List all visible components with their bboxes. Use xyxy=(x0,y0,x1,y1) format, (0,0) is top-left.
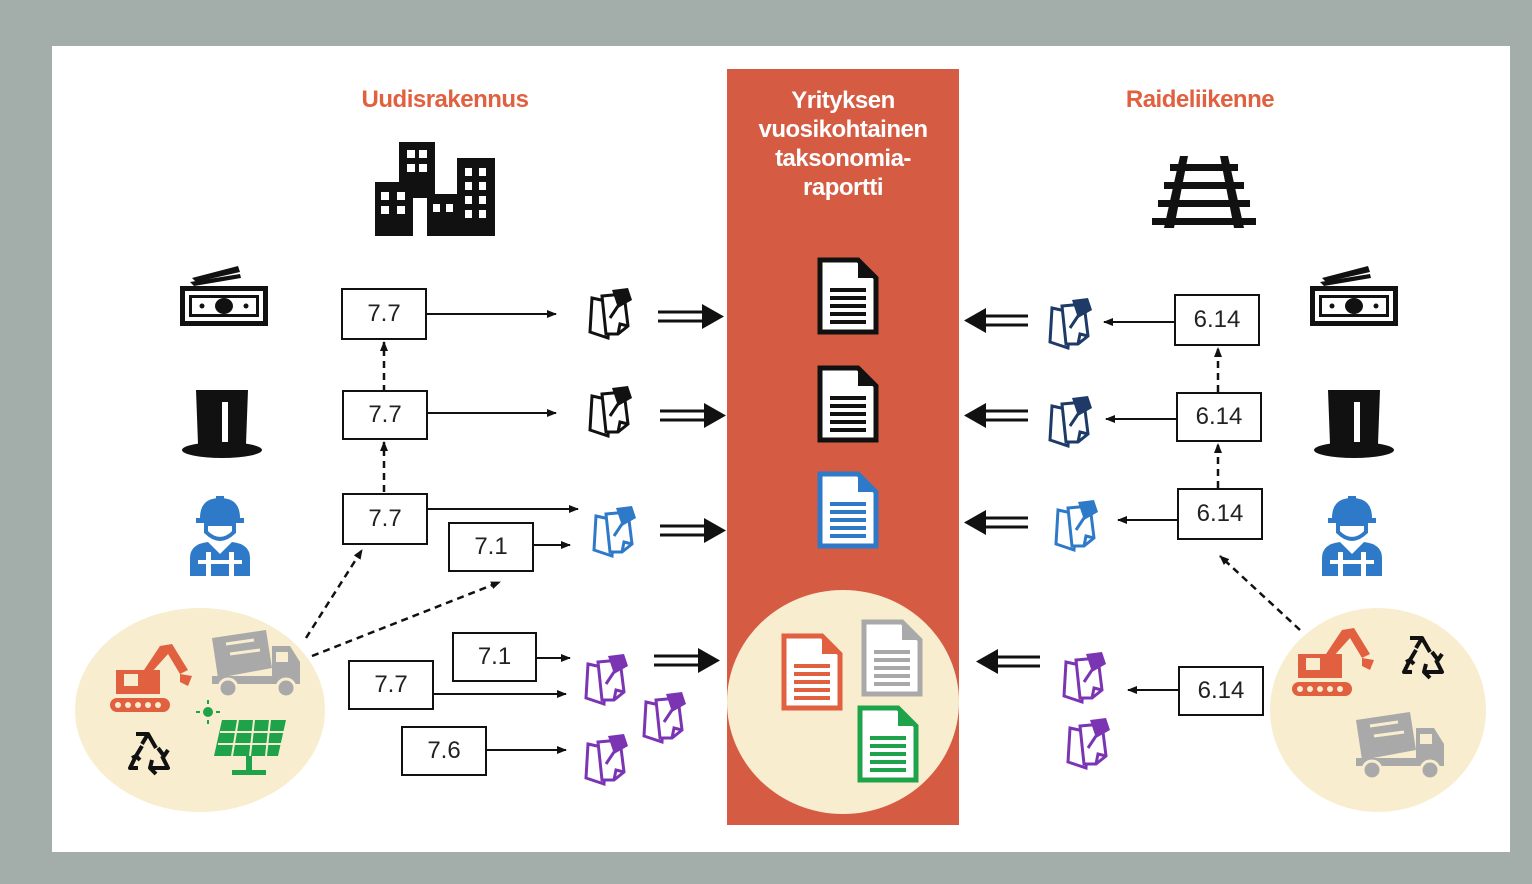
document-icon xyxy=(860,708,916,780)
document-icon xyxy=(820,474,876,546)
sticky-note-pin-icon xyxy=(584,732,630,786)
left-section-title: Uudisrakennus xyxy=(361,86,529,113)
top-hat-icon xyxy=(182,390,262,458)
document-icon xyxy=(864,622,920,694)
sticky-note-pin-icon xyxy=(592,504,638,558)
sticky-note-pin-icon xyxy=(1062,650,1108,704)
report-title: Yrityksen vuosikohtainen taksonomia- rap… xyxy=(727,86,959,202)
code-box-left-row3b: 7.1 xyxy=(448,522,534,572)
document-icon xyxy=(820,368,876,440)
sticky-note-pin-icon xyxy=(1048,296,1094,350)
report-title-line-2: vuosikohtainen xyxy=(758,116,928,143)
top-hat-icon xyxy=(1314,390,1394,458)
construction-worker-icon xyxy=(188,494,252,578)
money-icon xyxy=(180,266,268,326)
left-dashed-arrows xyxy=(304,341,501,658)
right-dashed-arrows xyxy=(1214,347,1301,631)
code-box-right-row4: 6.14 xyxy=(1178,666,1264,716)
code-box-left-row4b: 7.7 xyxy=(348,660,434,710)
code-box-left-row2: 7.7 xyxy=(342,390,428,440)
sticky-note-pin-icon xyxy=(642,690,688,744)
construction-worker-icon xyxy=(1320,494,1384,578)
sticky-note-pin-icon xyxy=(1054,498,1100,552)
report-title-line-3: taksonomia- xyxy=(775,145,911,172)
money-icon xyxy=(1310,266,1398,326)
activities-circle-icon xyxy=(1270,608,1486,812)
code-box-right-row3: 6.14 xyxy=(1177,488,1263,540)
document-icon xyxy=(820,260,876,332)
code-box-right-row1: 6.14 xyxy=(1174,294,1260,346)
sticky-note-pin-icon xyxy=(588,286,634,340)
double-arrows-right xyxy=(964,308,1040,674)
left-arrows xyxy=(426,310,579,754)
code-box-left-row4c: 7.6 xyxy=(401,726,487,776)
document-icon xyxy=(784,636,840,708)
railway-track-icon xyxy=(1152,156,1256,228)
sticky-note-pin-icon xyxy=(584,652,630,706)
report-documents-circle xyxy=(727,590,959,814)
sticky-note-pin-icon xyxy=(588,384,634,438)
sticky-note-pin-icon xyxy=(1048,394,1094,448)
activities-circle-icon xyxy=(75,608,325,812)
right-arrows xyxy=(1103,318,1178,694)
code-box-right-row2: 6.14 xyxy=(1176,392,1262,442)
code-box-left-row1: 7.7 xyxy=(341,288,427,340)
office-buildings-icon xyxy=(375,142,495,236)
solar-panel-icon xyxy=(196,700,286,775)
double-arrows-left xyxy=(654,304,726,673)
code-box-left-row4a: 7.1 xyxy=(452,632,537,682)
right-section-title: Raideliikenne xyxy=(1125,86,1275,113)
report-title-line-4: raportti xyxy=(803,174,884,201)
report-title-line-1: Yrityksen xyxy=(791,87,895,114)
code-box-left-row3a: 7.7 xyxy=(342,493,428,545)
sticky-note-pin-icon xyxy=(1066,716,1112,770)
